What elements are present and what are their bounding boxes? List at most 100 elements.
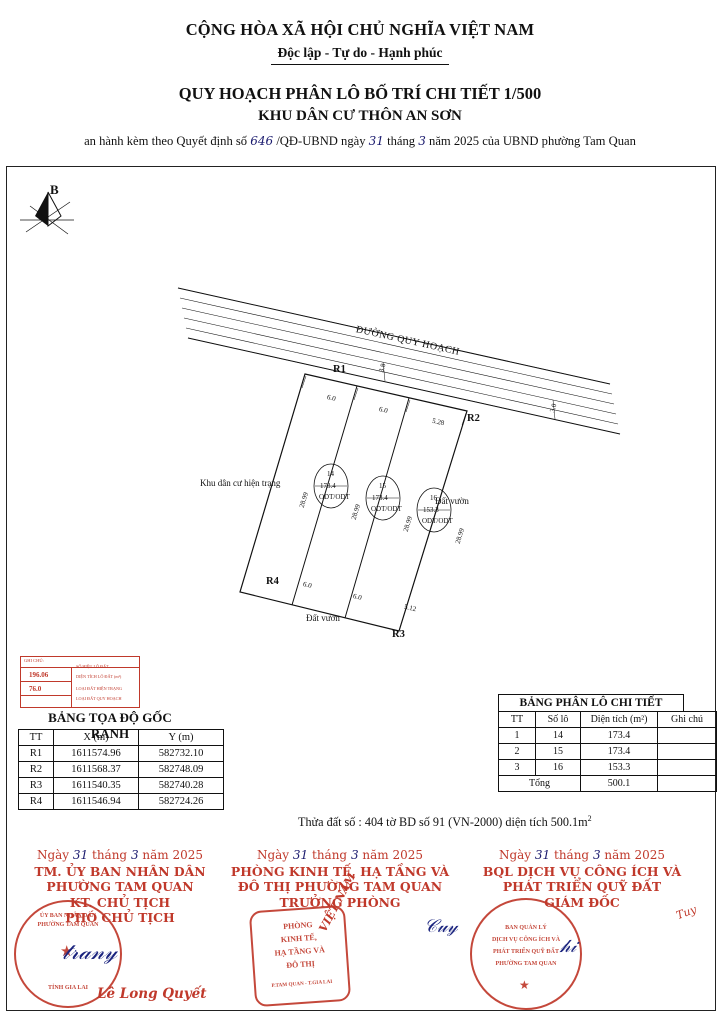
parcel-head-lot: Số lô [535,711,581,728]
stamp-right-line4: PHƯỜNG TAM QUAN [495,961,557,967]
legend-row-4: LOẠI ĐẤT QUY HOẠCH [76,696,122,701]
stamp-mid-line4: ĐÔ THỊ [286,958,316,970]
legend-divider-3 [21,695,71,696]
coord-head-y: Y (m) [138,729,224,746]
lot-id-16: 16 [430,494,437,502]
table-row: 3 16 153.3 [498,759,717,776]
stamp-middle: PHÒNG KINH TẾ, HẠ TẦNG VÀ ĐÔ THỊ P.TAM Q… [248,904,352,1008]
sig-right-year: năm 2025 [604,848,666,862]
sig-mid-date: Ngày 31 tháng 3 năm 2025 [212,848,468,862]
signature-block-right: Ngày 31 tháng 3 năm 2025 BQL DỊCH VỤ CÔN… [452,848,712,910]
handwritten-signature-left: 𝓉𝓇𝒶𝓃𝓎 [62,940,118,965]
sig-left-date: Ngày 31 tháng 3 năm 2025 [8,848,232,862]
parcel-r3-area: 153.3 [580,759,658,776]
coord-r2-id: R2 [18,761,54,778]
sig-right-month-label: tháng [554,848,590,862]
parcel-table: TT Số lô Diện tích (m²) Ghi chú 1 14 173… [498,711,717,792]
lot-code-16: ODT/ODT [422,517,453,525]
node-r4: R4 [266,576,279,587]
parcel-r2-tt: 2 [498,743,536,760]
sig-left-signer: Lê Long Quyết [97,986,207,1002]
page-subtitle: KHU DÂN CƯ THÔN AN SƠN [258,108,462,124]
sig-right-line3: GIÁM ĐỐC [544,895,620,910]
sig-left-month-label: tháng [92,848,128,862]
nation-motto: Độc lập - Tự do - Hạnh phúc [277,45,443,60]
legend-row-2: DIỆN TÍCH LÔ ĐẤT (m²) [76,674,122,679]
decree-suffix: năm 2025 của UBND phường Tam Quan [429,134,636,148]
sig-mid-line3: TRƯỞNG PHÒNG [279,895,401,910]
decree-prefix: an hành kèm theo Quyết định số [84,134,248,148]
sig-mid-date-prefix: Ngày [256,848,290,862]
drawing-frame [6,166,716,1011]
table-row: R3 1611540.35 582740.28 [18,777,224,794]
lot-area-14: 173.4 [320,482,336,490]
coord-r3-y: 582740.28 [138,777,224,794]
coord-r1-id: R1 [18,745,54,762]
table-row: R1 1611574.96 582732.10 [18,745,224,762]
parcel-head-tt: TT [498,711,536,728]
legend-divider-2 [21,681,71,682]
coord-head-tt: TT [18,729,54,746]
stamp-mid-line3: HẠ TẦNG VÀ [274,945,326,958]
node-r2: R2 [467,413,480,424]
parcel-total-value: 500.1 [580,775,658,792]
coord-r4-x: 1611546.94 [53,793,139,810]
sig-right-line2: PHÁT TRIỂN QUỸ ĐẤT [502,879,662,894]
sig-mid-line1: PHÒNG KINH TẾ, HẠ TẦNG VÀ [230,864,450,879]
coord-r4-y: 582724.26 [138,793,224,810]
node-r3: R3 [392,629,405,640]
parcel-r3-tt: 3 [498,759,536,776]
dim-top-2: 6.0 [378,405,389,415]
sig-left-month: 3 [130,848,139,862]
document-header: CỘNG HÒA XÃ HỘI CHỦ NGHĨA VIỆT NAM Độc l… [0,0,720,149]
north-arrow: B [18,182,80,248]
garden-right-label: Đất vườn [435,496,469,506]
lot-code-15: ODT/ODT [371,505,402,513]
sig-right-month: 3 [592,848,601,862]
legend-divider-1 [21,667,139,668]
table-row: 1 14 173.4 [498,727,717,744]
land-note-text: Thửa đất số : 404 tờ BD số 91 (VN-2000) … [298,815,588,830]
legend-vline [71,667,72,707]
stamp-left: ỦY BAN NHÂN DÂN PHƯỜNG TAM QUAN ★ TỈNH G… [14,900,122,1008]
stamp-left-line3: TỈNH GIA LAI [47,985,88,991]
table-row: R4 1611546.94 582724.26 [18,793,224,810]
stamp-right-line3: PHÁT TRIỂN QUỸ ĐẤT [493,949,559,955]
coord-r3-x: 1611540.35 [53,777,139,794]
legend-box: GHI CHÚ: 196.06 76.0 SỐ HIỆU LÔ ĐẤT DIỆN… [20,656,140,708]
legend-num-top: 196.06 [29,671,49,679]
parcel-r1-note [657,727,717,744]
coord-r4-id: R4 [18,793,54,810]
coord-r2-x: 1611568.37 [53,761,139,778]
decree-number: 646 [250,134,274,148]
table-row: 2 15 173.4 [498,743,717,760]
parcel-head-note: Ghi chú [657,711,717,728]
parcel-r2-note [657,743,717,760]
table-header-row: TT Số lô Diện tích (m²) Ghi chú [498,711,717,728]
stamp-right: BAN QUẢN LÝ DỊCH VỤ CÔNG ÍCH VÀ PHÁT TRI… [470,898,582,1010]
page-title: QUY HOẠCH PHÂN LÔ BỐ TRÍ CHI TIẾT 1/500 [178,84,542,103]
parcel-r1-area: 173.4 [580,727,658,744]
stamp-left-line2: PHƯỜNG TAM QUAN [37,922,99,928]
sig-right-date-prefix: Ngày [498,848,532,862]
parcel-r2-lot: 15 [535,743,581,760]
coord-head-x: X (m) [53,729,139,746]
sig-left-year: năm 2025 [142,848,204,862]
decree-month: 3 [418,134,426,148]
parcel-r3-lot: 16 [535,759,581,776]
stamp-right-line2: DỊCH VỤ CÔNG ÍCH VÀ [491,937,561,943]
lot-code-14: ODT/ODT [319,493,350,501]
dim-bot-1: 6.0 [302,580,313,590]
stamp-left-line1: ỦY BAN NHÂN DÂN [39,913,97,919]
coord-r1-x: 1611574.96 [53,745,139,762]
star-icon: ★ [60,944,74,960]
legend-caption: GHI CHÚ: [24,658,44,663]
motto-underline [271,64,449,65]
lot-id-15: 15 [379,482,386,490]
plot-svg [177,287,621,632]
sig-left-line2: PHƯỜNG TAM QUAN [46,879,194,894]
sig-mid-line2: ĐÔ THỊ PHƯỜNG TAM QUAN [237,879,443,894]
handwritten-signature-middle: 𝒞𝓊𝓎 [424,916,458,937]
compass-icon [20,191,74,235]
sig-right-day: 31 [534,848,551,862]
